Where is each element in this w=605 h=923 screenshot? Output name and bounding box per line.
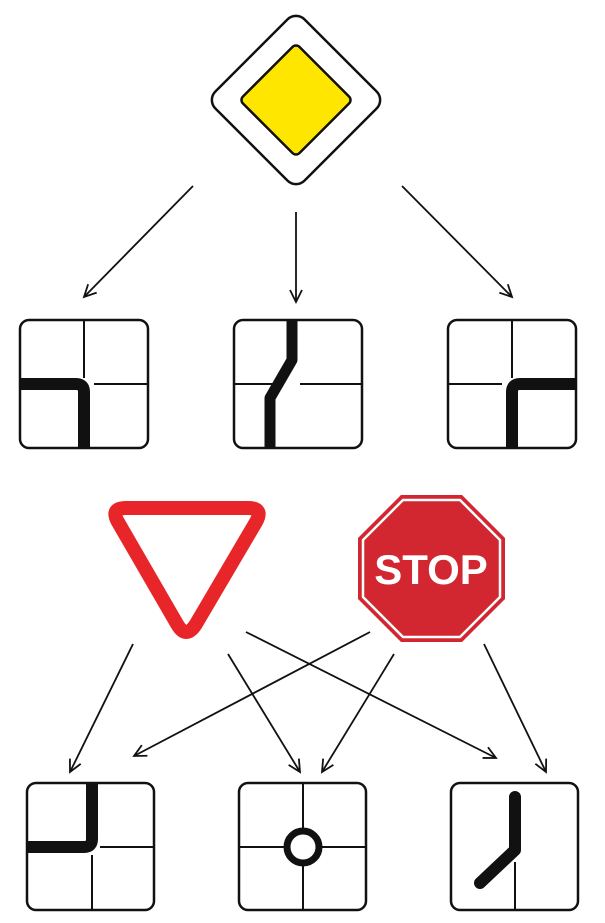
arrow-yield-to-plate-5: [227, 653, 300, 772]
roundabout-ring: [283, 827, 323, 867]
arrow-yield-to-plate-6: [245, 631, 496, 758]
arrow-priority-to-plate-1: [84, 185, 194, 297]
arrow-priority-to-plate-3: [401, 185, 512, 297]
arrow-stop-to-plate-6: [483, 643, 546, 772]
yield-sign-icon: [108, 501, 266, 639]
plate-priority-bends-right-down: [446, 318, 578, 450]
plate-minor-bends-left-up: [25, 781, 156, 912]
stop-sign-text: STOP: [374, 546, 488, 593]
arrow-stop-to-plate-5: [322, 653, 395, 772]
plate-minor-diagonal-junction: [449, 781, 580, 912]
priority-road-sign-icon: [210, 14, 382, 186]
plate-priority-straight-offset: [232, 318, 364, 450]
plate-roundabout: [237, 781, 368, 912]
arrow-stop-to-plate-4: [134, 631, 371, 756]
arrow-yield-to-plate-4: [70, 643, 134, 772]
priority-arrows: [84, 185, 512, 302]
plate-priority-bends-left-down: [18, 318, 150, 450]
stop-sign-icon: STOP: [358, 495, 505, 642]
lower-arrows: [70, 631, 546, 772]
